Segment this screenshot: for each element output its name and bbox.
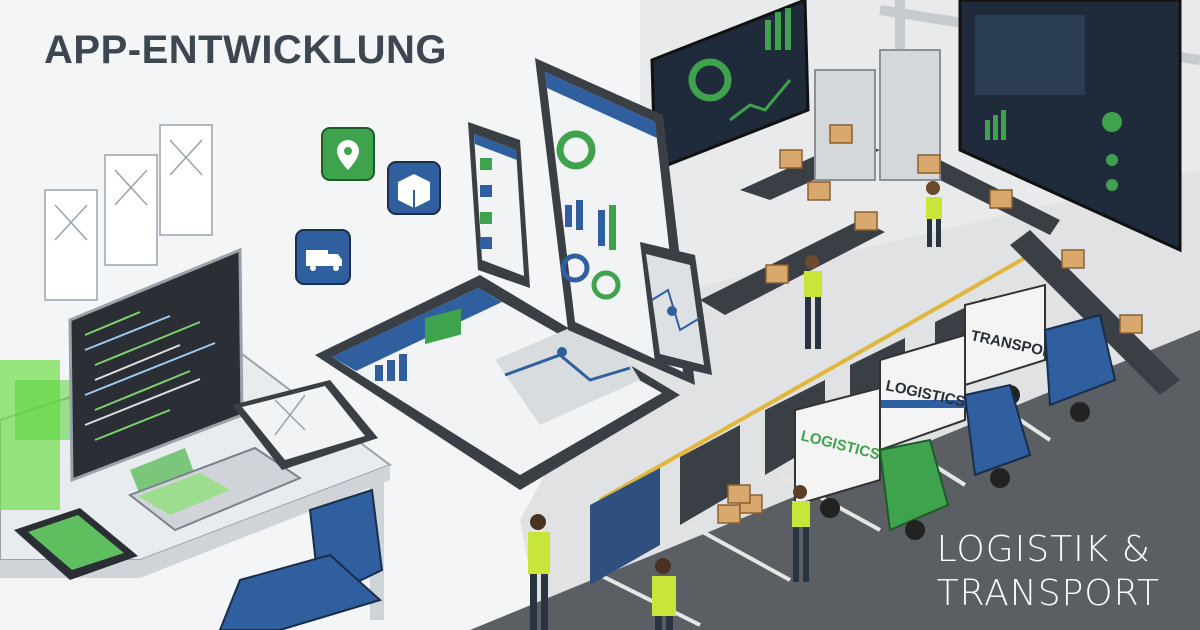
desk-phone bbox=[14, 508, 138, 580]
office-chair bbox=[218, 488, 384, 630]
worker-figure bbox=[926, 181, 942, 247]
truck-transport: TRANSPORT bbox=[964, 283, 1117, 422]
parcel-boxes bbox=[717, 124, 1143, 524]
truck-logistics-green: LOGISTICS bbox=[794, 386, 950, 540]
phone-map bbox=[640, 242, 712, 375]
donut-chart-icon bbox=[688, 58, 732, 102]
keyboard bbox=[127, 446, 303, 532]
wall-map-screen bbox=[958, 0, 1182, 253]
desk-tablet bbox=[232, 380, 378, 470]
warehouse-workers bbox=[528, 181, 942, 630]
phone-app-list bbox=[468, 122, 530, 288]
worker-figure bbox=[528, 514, 550, 630]
wireframe-sketches bbox=[44, 124, 213, 301]
worker-figure bbox=[804, 255, 822, 349]
delivery-truck-icon bbox=[295, 229, 351, 285]
landscape-tablet-map bbox=[315, 275, 680, 490]
page-headline: APP-ENTWICKLUNG bbox=[44, 28, 448, 72]
map-location-pin-icon bbox=[1102, 112, 1122, 132]
worker-figure bbox=[792, 485, 810, 582]
footer-caption: LOGISTIK & TRANSPORT bbox=[937, 528, 1160, 616]
footer-line-2: TRANSPORT bbox=[936, 573, 1160, 614]
dock-edge-line bbox=[599, 253, 1031, 502]
location-pin-icon bbox=[321, 127, 375, 181]
package-icon bbox=[387, 161, 441, 215]
worker-figure bbox=[652, 558, 676, 630]
desk-front bbox=[0, 465, 390, 578]
footer-line-1: LOGISTIK & bbox=[936, 529, 1151, 570]
